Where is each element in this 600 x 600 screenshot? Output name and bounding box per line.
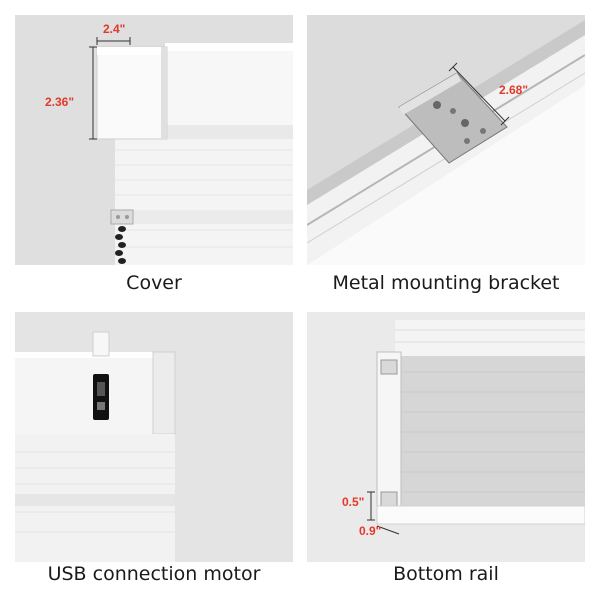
- bottom-rail-depth-label: 0.9": [359, 524, 382, 538]
- bottom-rail-photo: 0.5" 0.9": [307, 312, 585, 562]
- bottom-rail-height-label: 0.5": [342, 495, 365, 509]
- bracket-photo: 2.68": [307, 15, 585, 265]
- cover-height-label: 2.36": [45, 95, 75, 109]
- motor-caption: USB connection motor: [47, 563, 261, 585]
- cover-width-label: 2.4": [103, 22, 126, 36]
- motor-photo: [15, 312, 293, 562]
- bracket-width-label: 2.68": [499, 83, 529, 97]
- bracket-caption: Metal mounting bracket: [332, 272, 560, 294]
- bottom-rail-caption: Bottom rail: [393, 563, 499, 585]
- cover-photo: 2.4" 2.36": [15, 15, 293, 265]
- cover-caption: Cover: [126, 272, 182, 294]
